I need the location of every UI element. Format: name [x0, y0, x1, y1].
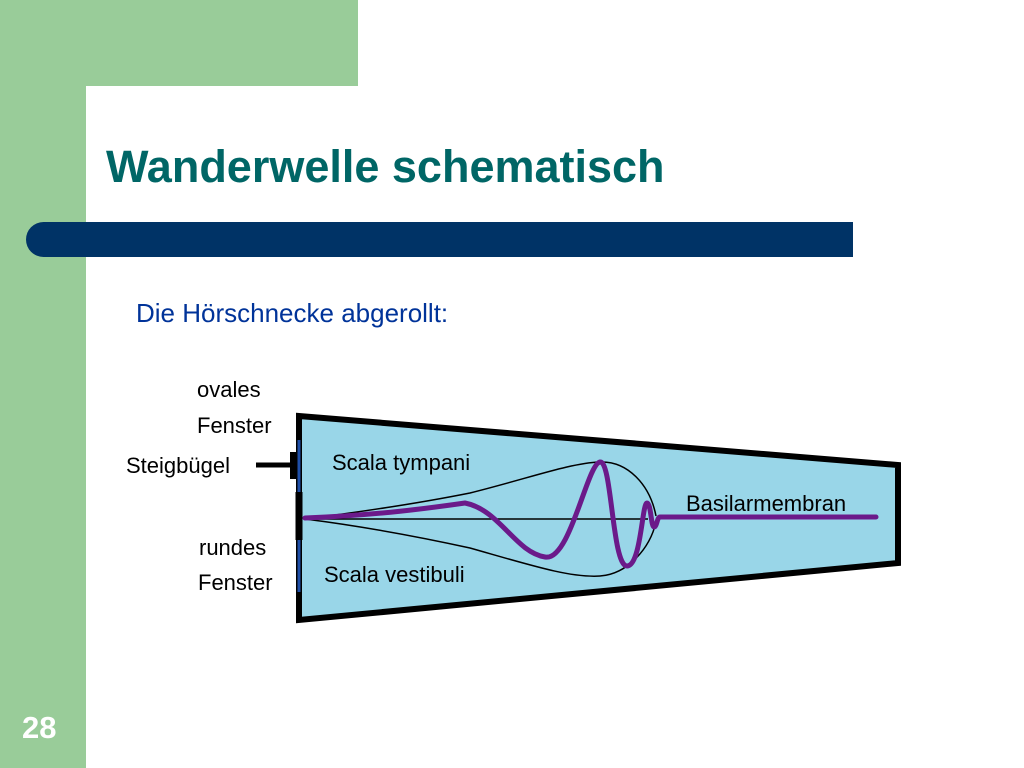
green-top-band — [0, 0, 358, 86]
green-sidebar — [0, 0, 86, 768]
wave-envelope-upper — [304, 461, 657, 520]
page-title: Wanderwelle schematisch — [106, 141, 665, 192]
title-underline-bar — [26, 222, 853, 257]
round-window-label-line1: rundes — [199, 535, 266, 560]
stapes-footplate — [290, 452, 297, 479]
oval-window-label-line2: Fenster — [197, 413, 272, 438]
stapes-label: Steigbügel — [126, 453, 230, 478]
scala-vestibuli-label: Scala vestibuli — [324, 562, 465, 587]
page-number: 28 — [22, 710, 57, 745]
scala-tympani-label: Scala tympani — [332, 450, 470, 475]
basilar-membrane-label: Basilarmembran — [686, 491, 846, 516]
slide-subtitle: Die Hörschnecke abgerollt: — [136, 298, 449, 328]
oval-window-label-line1: ovales — [197, 377, 261, 402]
round-window-label-line2: Fenster — [198, 570, 273, 595]
content-panel — [86, 86, 1024, 768]
travelling-wave — [302, 459, 879, 569]
